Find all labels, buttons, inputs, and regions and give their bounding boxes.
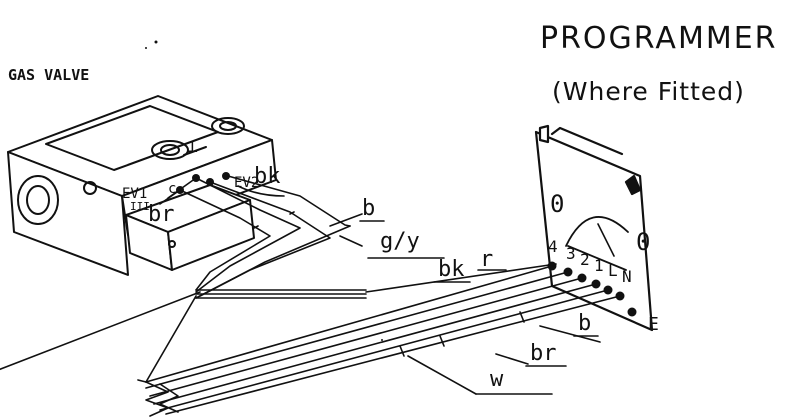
scan-specks — [145, 40, 383, 341]
valve-terminal-ev1: EV1 — [122, 186, 147, 202]
programmer-wire-bundle — [137, 263, 621, 417]
wire-label-gy: g/y — [380, 229, 420, 254]
valve-numeral-label: III — [130, 200, 150, 213]
dial-mark-left: 0 — [550, 190, 564, 218]
wire-fan — [0, 289, 367, 371]
wire-label-br-lower: br — [530, 341, 557, 366]
gas-valve-body — [7, 95, 277, 276]
dial-mark-right: 0 — [636, 228, 650, 256]
wire-label-b-upper: b — [362, 196, 375, 221]
wire-label-r: r — [480, 247, 493, 272]
programmer-title: PROGRAMMER — [540, 21, 778, 56]
valve-terminal-common: c — [168, 181, 176, 197]
programmer-terminal-n: N — [622, 267, 632, 286]
programmer-plate — [534, 124, 654, 332]
valve-wire-label-br: br — [148, 202, 175, 227]
wire-label-w: w — [490, 367, 504, 392]
valve-wires — [159, 175, 363, 299]
programmer-terminal-1: 1 — [594, 256, 604, 275]
valve-earth-symbol: ⊥ — [187, 136, 198, 157]
programmer-terminal-2: 2 — [580, 250, 590, 269]
programmer-terminal-4: 4 — [548, 237, 558, 256]
valve-wire-label-bk: bk — [254, 164, 281, 189]
wire-label-bk-lower: bk — [438, 257, 465, 282]
wire-label-b-lower: b — [578, 311, 591, 336]
programmer-terminal-earth: E — [648, 314, 659, 335]
where-fitted-subtitle: (Where Fitted) — [552, 77, 745, 106]
programmer-terminal-l: L — [608, 261, 618, 280]
programmer-terminal-3: 3 — [566, 244, 576, 263]
gas-valve-label: GAS VALVE — [8, 66, 89, 84]
